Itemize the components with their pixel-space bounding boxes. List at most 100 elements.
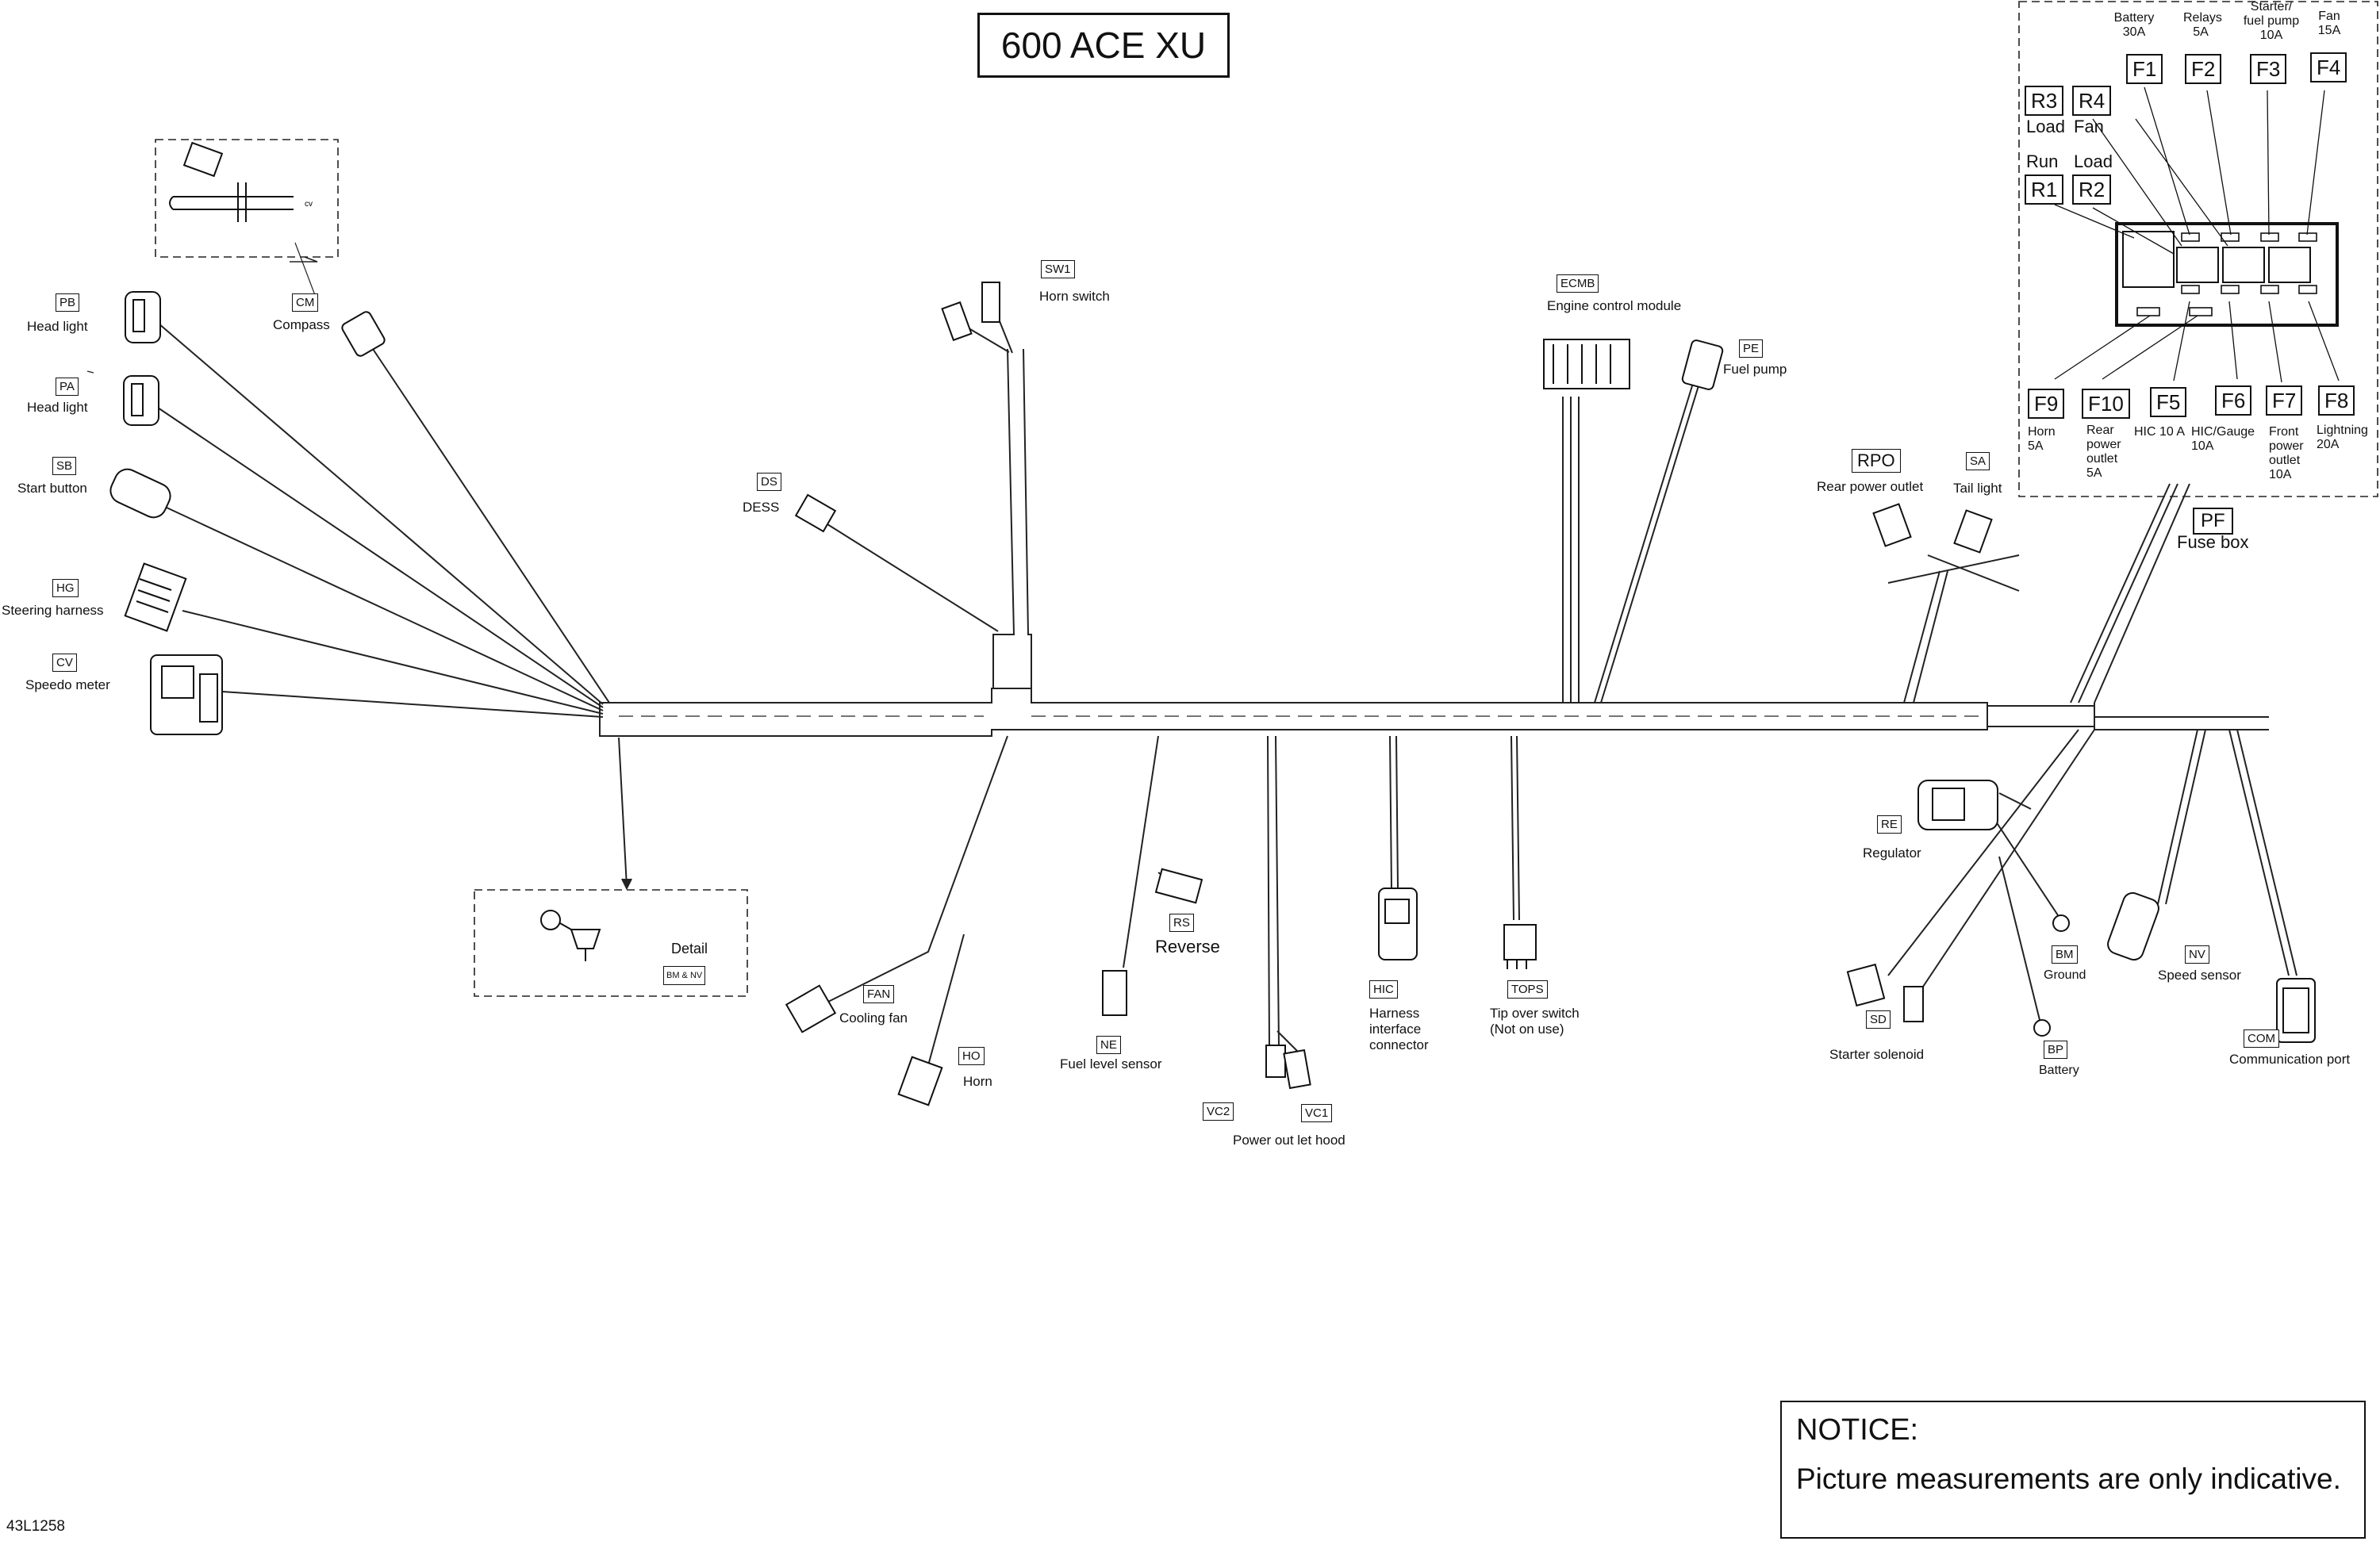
code-tops: TOPS — [1507, 980, 1548, 999]
connector-rs-shape — [1154, 868, 1203, 904]
fuse-f1-desc: Battery 30A — [2113, 11, 2155, 39]
code-ds: DS — [757, 473, 781, 491]
wire-rs — [1123, 735, 1175, 968]
connector-nv-shape — [2107, 891, 2159, 961]
wire-fan — [824, 735, 1008, 1095]
connector-ho-shape — [897, 1056, 943, 1106]
relay-r4-desc: Fan — [2074, 117, 2104, 136]
fuse-f6: F6 — [2215, 385, 2252, 416]
code-ho: HO — [958, 1047, 985, 1065]
relay-r2-desc: Load — [2074, 151, 2113, 171]
connector-pb-shape — [125, 291, 161, 343]
label-hic: Harness interface connector — [1369, 1006, 1429, 1052]
relay-r1-desc: Run — [2026, 151, 2059, 171]
detail-leader — [618, 737, 628, 888]
connector-sd-shape — [1846, 963, 1924, 1022]
wire-ecmb — [1562, 397, 1580, 703]
connector-tops-shape — [1503, 924, 1537, 969]
label-cm: Compass — [273, 317, 330, 332]
fuse-f1: F1 — [2126, 54, 2163, 84]
code-fan: FAN — [863, 985, 895, 1003]
connector-bm-shape — [2052, 914, 2070, 932]
fuse-box-label: Fuse box — [2177, 532, 2249, 552]
detail-label: Detail — [671, 941, 708, 957]
label-sd: Starter solenoid — [1829, 1047, 1925, 1062]
wire-fuse-box — [2070, 483, 2190, 703]
code-vc2: VC2 — [1203, 1102, 1234, 1121]
label-sa: Tail light — [1953, 481, 2002, 496]
connector-re-shape — [1917, 780, 1998, 830]
connector-sw1-shape — [941, 282, 1000, 342]
wire-bp — [1998, 856, 2041, 1024]
wire-hg — [182, 610, 604, 715]
connector-pe-shape — [1681, 339, 1724, 390]
label-sb: Start button — [17, 481, 87, 496]
code-sw1: SW1 — [1041, 260, 1075, 278]
fuse-block — [2115, 222, 2339, 327]
wire-nv — [2157, 729, 2206, 905]
code-rs: RS — [1169, 914, 1194, 932]
fuse-f9-desc: Horn 5A — [2028, 425, 2056, 453]
code-cm: CM — [292, 293, 319, 312]
wire-hic — [1389, 735, 1399, 889]
connector-vc2-shape — [1265, 1045, 1286, 1078]
wire-pb — [158, 323, 604, 705]
wire-sw1 — [992, 348, 1015, 688]
label-vc: Power out let hood — [1233, 1133, 1345, 1148]
label-ecmb: Engine control module — [1547, 298, 1682, 313]
fuse-f5: F5 — [2150, 387, 2187, 417]
label-pe: Fuel pump — [1723, 362, 1787, 377]
fuse-f8-desc: Lightning 20A — [2317, 424, 2368, 451]
wire-sb — [166, 507, 604, 711]
code-pb: PB — [56, 293, 80, 312]
notice-text: Picture measurements are only indicative… — [1796, 1463, 2341, 1495]
label-rs: Reverse — [1155, 937, 1220, 957]
wire-ds — [820, 519, 999, 632]
fuse-f8: F8 — [2318, 385, 2355, 416]
label-bp: Battery — [2039, 1064, 2079, 1077]
fuse-f3-desc: Starter/ fuel pump 10A — [2243, 0, 2300, 42]
connector-cv-shape — [150, 654, 223, 735]
fuse-f7-desc: Front power outlet 10A — [2269, 425, 2304, 481]
connector-sa-shape — [1953, 509, 1993, 554]
svg-text:cv: cv — [305, 200, 313, 209]
connector-fan-shape — [785, 984, 837, 1033]
code-vc1: VC1 — [1301, 1104, 1333, 1122]
connector-ds-shape — [794, 493, 837, 533]
code-bp: BP — [2044, 1041, 2068, 1059]
connector-com-shape — [2276, 978, 2316, 1043]
code-nv: NV — [2185, 945, 2209, 964]
connector-hic-shape — [1378, 888, 1418, 960]
wire-com — [2228, 729, 2297, 976]
connector-vc1-shape — [1283, 1049, 1311, 1090]
label-pb: Head light — [27, 319, 88, 334]
connector-rpo-shape — [1872, 503, 1912, 547]
code-com: COM — [2244, 1029, 2279, 1048]
notice-heading: NOTICE: — [1796, 1413, 1919, 1447]
code-sb: SB — [52, 457, 77, 475]
code-hg: HG — [52, 579, 79, 597]
main-trunk-right — [1987, 703, 2269, 730]
relay-r3-desc: Load — [2026, 117, 2065, 136]
notice-box: NOTICE: Picture measurements are only in… — [1780, 1401, 2366, 1539]
wire-pa — [155, 405, 604, 708]
fuse-f2-desc: Relays 5A — [2183, 11, 2222, 39]
code-sd: SD — [1866, 1010, 1891, 1029]
compass-detail-shape — [169, 141, 294, 222]
connector-ne-shape — [1102, 970, 1127, 1016]
fuse-f2: F2 — [2185, 54, 2222, 84]
fuse-f10-desc: Rear power outlet 5A — [2086, 424, 2121, 480]
fuse-f6-desc: HIC/Gauge 10A — [2191, 425, 2255, 453]
relay-r3: R3 — [2025, 86, 2064, 116]
wire-pe — [1594, 380, 1701, 703]
label-ho: Horn — [963, 1074, 992, 1089]
detail-box — [474, 889, 748, 997]
code-sa: SA — [1966, 452, 1990, 470]
label-cv: Speedo meter — [25, 677, 110, 692]
document-code: 43L1258 — [6, 1518, 65, 1535]
code-pe: PE — [1739, 339, 1764, 358]
wire-re — [1998, 792, 2032, 810]
compass-detail-box — [155, 139, 339, 258]
fuse-f7: F7 — [2266, 385, 2303, 416]
